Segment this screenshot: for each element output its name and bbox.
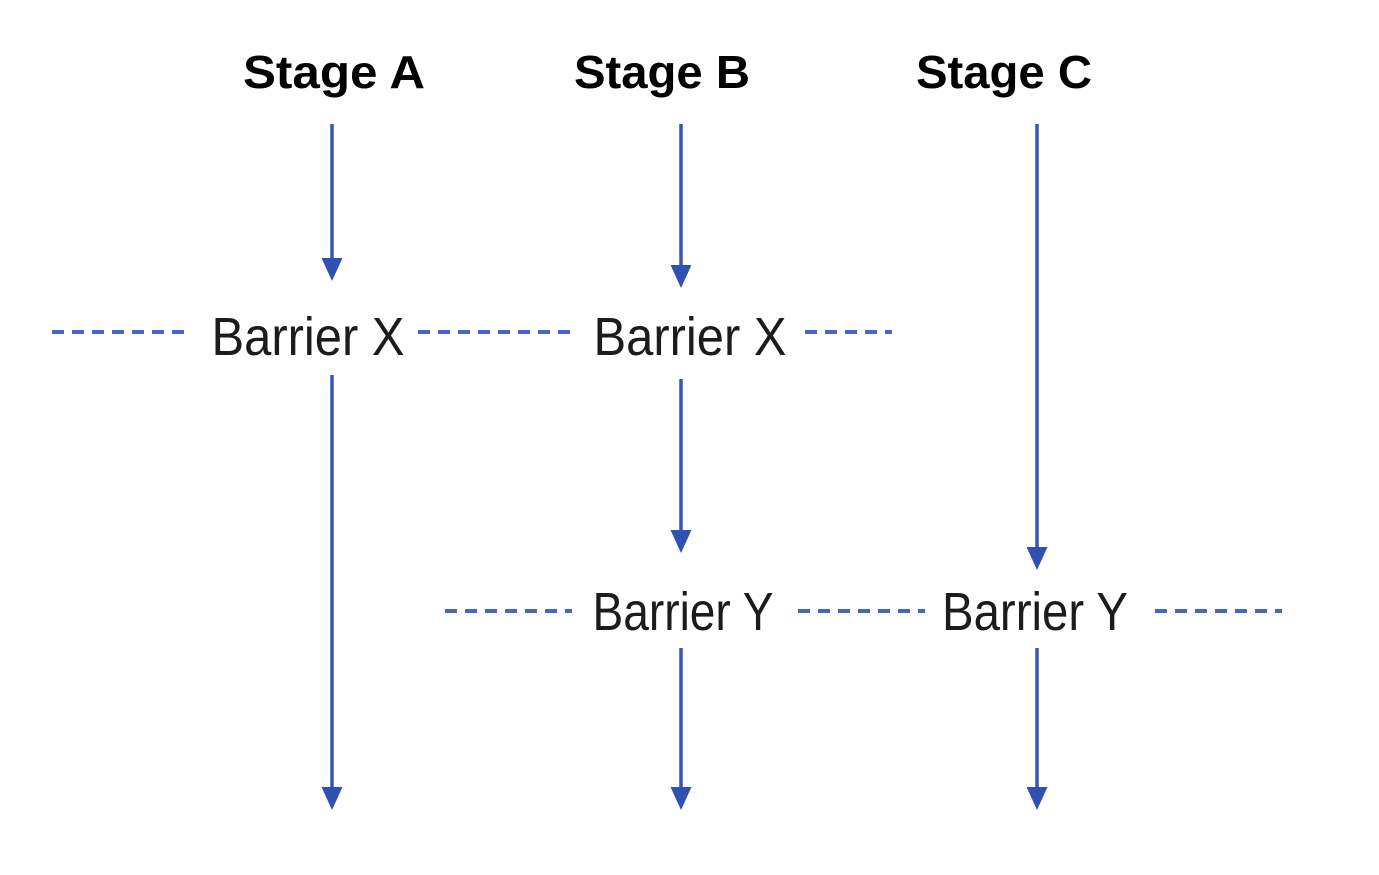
arrow-stage-c-barrier-y-to-bottom [1026,648,1048,810]
stage-b-flow [670,124,692,810]
barrier-x-row: Barrier X Barrier X [52,307,892,367]
arrow-stage-b-barrier-y-to-bottom [670,648,692,810]
barrier-y-label-stage-c: Barrier Y [942,582,1128,642]
arrow-stage-a-to-barrier-x [321,124,343,281]
arrowhead-down-icon [670,530,692,553]
arrow-stage-c-to-barrier-y [1026,124,1048,570]
arrowhead-down-icon [1026,547,1048,570]
arrowhead-down-icon [1026,787,1048,810]
stage-c-flow [1026,124,1048,810]
arrow-stage-b-barrier-x-to-barrier-y [670,379,692,553]
barrier-x-label-stage-b: Barrier X [594,307,787,367]
arrowhead-down-icon [321,258,343,281]
arrow-stage-a-barrier-x-to-bottom [321,375,343,810]
stage-a-header: Stage A [243,46,425,98]
stage-b-header: Stage B [574,46,750,98]
stage-a-flow [321,124,343,810]
stage-headers: Stage A Stage B Stage C [243,46,1092,98]
barrier-y-label-stage-b: Barrier Y [593,582,774,642]
arrowhead-down-icon [321,787,343,810]
stage-c-header: Stage C [916,46,1092,98]
arrowhead-down-icon [670,265,692,288]
arrow-stage-b-to-barrier-x [670,124,692,288]
barrier-x-label-stage-a: Barrier X [212,307,405,367]
barrier-y-row: Barrier Y Barrier Y [445,582,1282,642]
arrowhead-down-icon [670,787,692,810]
